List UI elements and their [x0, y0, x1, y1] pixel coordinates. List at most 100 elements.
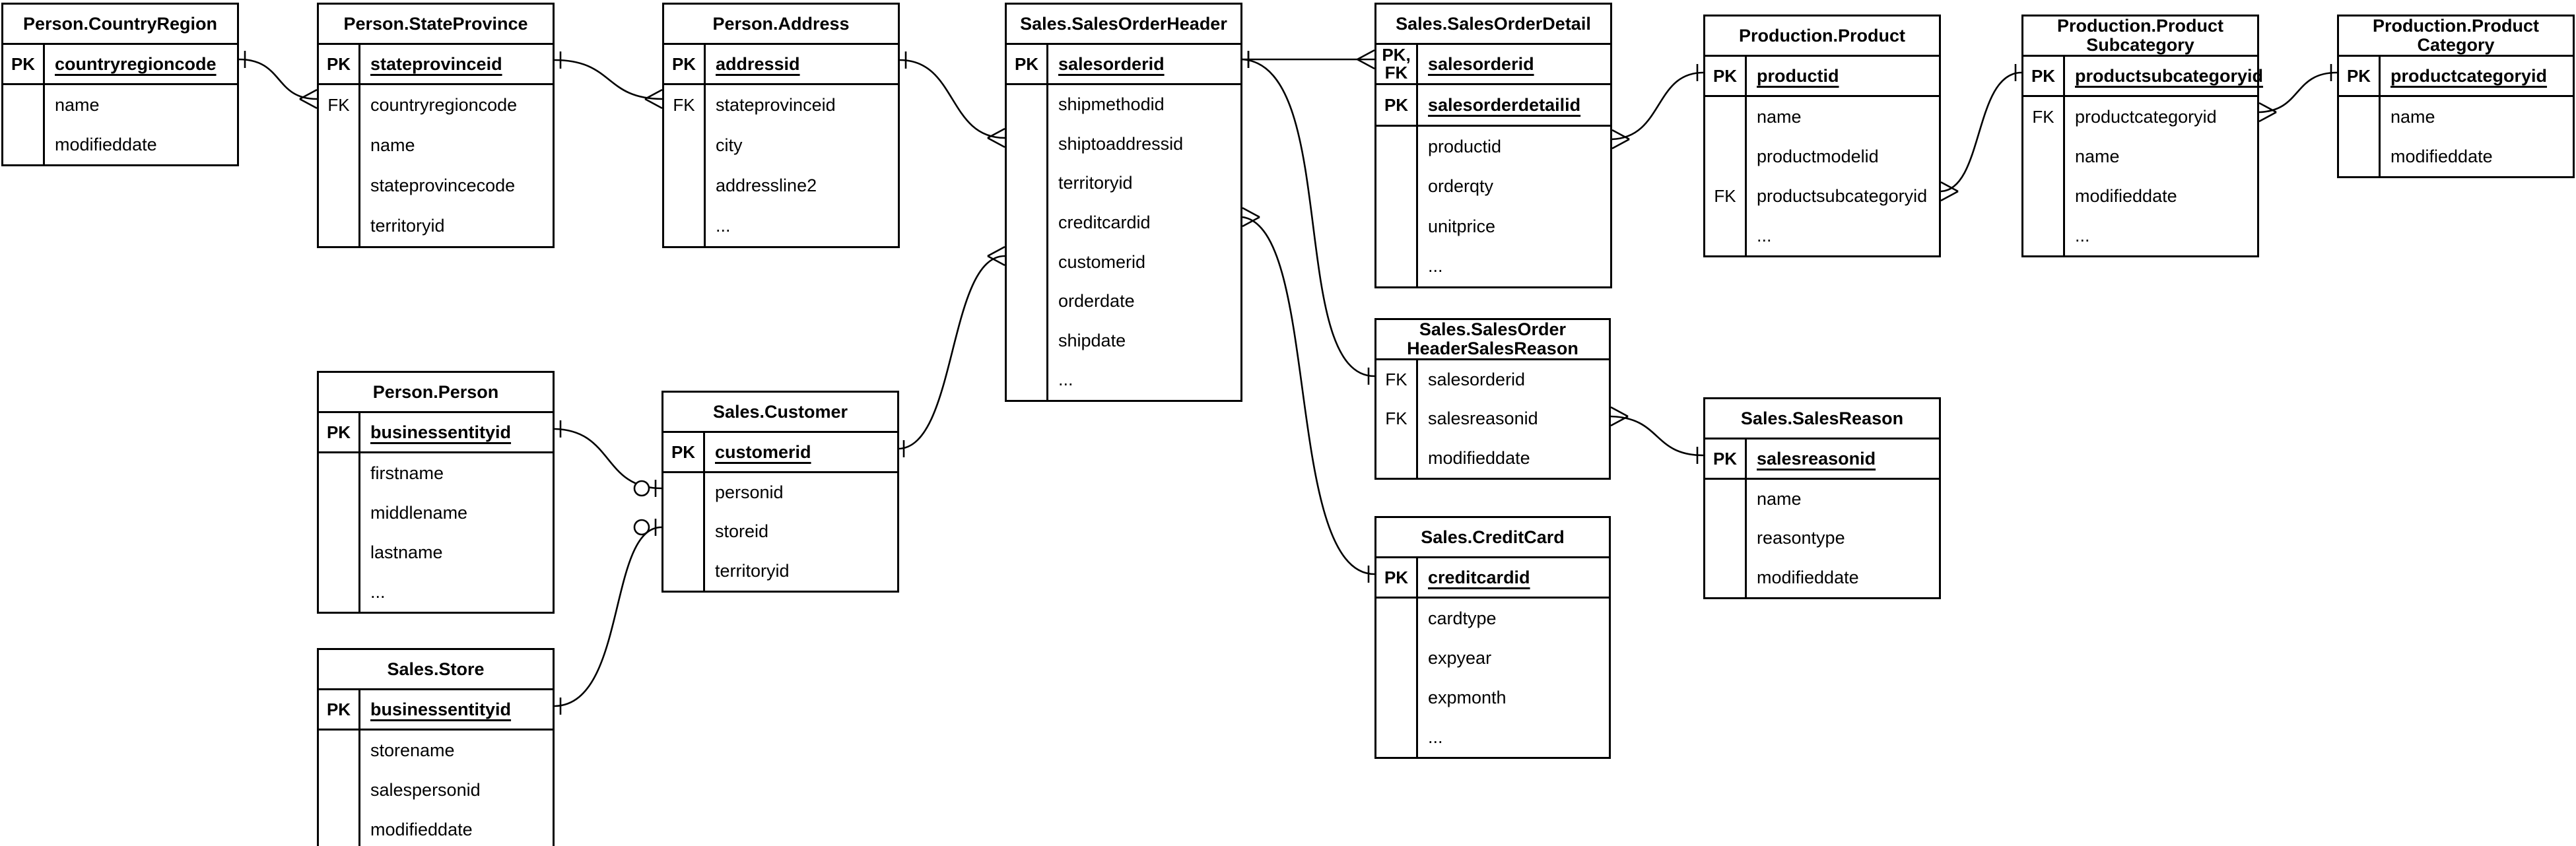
column-name: countryregioncode — [370, 95, 518, 115]
column-row: shipdate — [1007, 321, 1240, 361]
relationship-sales-store--sales-customer[interactable] — [554, 526, 662, 707]
column-name: customerid — [715, 441, 811, 462]
column-row: orderdate — [1007, 281, 1240, 321]
relationship-sales-salesorderheader--sales-salesorderheadersalesreason[interactable] — [1242, 58, 1375, 377]
column-name: name — [370, 135, 415, 155]
key-badge — [1376, 166, 1418, 207]
column-name: modifieddate — [55, 134, 157, 154]
column-name: salesorderdetailid — [1428, 94, 1581, 115]
column-row: productmodelid — [1705, 137, 1939, 176]
relationship-person-stateprovince--person-address[interactable] — [554, 59, 663, 100]
table-title: Sales.CreditCard — [1376, 518, 1609, 558]
relationship-person-person--sales-customer[interactable] — [554, 428, 662, 490]
relationship-sales-salesorderheadersalesreason--sales-salesreason[interactable] — [1610, 415, 1704, 457]
key-badge — [1007, 203, 1048, 243]
many-marker — [644, 88, 663, 100]
column-row: ... — [1007, 360, 1240, 400]
column-row: personid — [663, 473, 897, 513]
table-title-line: Person.Address — [712, 13, 850, 34]
key-badge — [664, 166, 706, 206]
key-badge — [319, 572, 360, 612]
column-name: territoryid — [715, 560, 790, 581]
column-row: middlename — [319, 493, 553, 533]
many-marker — [1611, 138, 1630, 150]
table-title-line: Subcategory — [2086, 35, 2194, 55]
relationship-person-countryregion--person-stateprovince[interactable] — [238, 58, 318, 100]
table-title-line: Sales.SalesOrder — [1419, 319, 1567, 339]
many-marker — [299, 88, 318, 100]
key-badge — [319, 493, 360, 533]
key-badge — [663, 473, 705, 513]
column-name: ... — [1428, 256, 1443, 277]
key-badge — [1376, 599, 1418, 638]
relationship-production-product--production-productsubcategory[interactable] — [1940, 71, 2022, 193]
column-name: expmonth — [1428, 687, 1507, 707]
column-row: storeid — [663, 512, 897, 552]
column-name: orderqty — [1428, 176, 1494, 197]
key-badge — [2339, 97, 2381, 137]
many-marker — [1611, 129, 1630, 141]
zero-marker — [633, 480, 650, 497]
column-row: ... — [664, 206, 898, 246]
column-row: firstname — [319, 453, 553, 493]
table-title-line: Sales.CreditCard — [1421, 527, 1565, 547]
many-marker — [987, 245, 1005, 257]
relationship-person-address--sales-salesorderheader[interactable] — [899, 59, 1005, 139]
column-name: city — [716, 135, 743, 155]
column-row: ... — [319, 572, 553, 612]
key-badge — [1705, 480, 1747, 519]
column-name: shipdate — [1058, 330, 1126, 350]
key-badge — [1376, 638, 1418, 678]
many-marker — [299, 98, 318, 110]
column-name: salesreasonid — [1757, 448, 1876, 469]
column-name: customerid — [1058, 251, 1146, 272]
key-badge: PK — [1376, 558, 1418, 597]
many-marker — [1357, 49, 1375, 61]
key-badge — [1007, 124, 1048, 164]
key-badge — [319, 125, 360, 166]
table-title-line: Production.Product — [1739, 25, 1905, 46]
column-name: productid — [1428, 136, 1502, 156]
key-badge: PK — [319, 45, 360, 83]
relationship-sales-salesorderdetail--production-product[interactable] — [1611, 71, 1704, 141]
key-badge — [664, 206, 706, 246]
key-badge — [1705, 519, 1747, 558]
many-marker — [1940, 181, 1959, 193]
column-name: addressline2 — [716, 176, 817, 195]
relationship-sales-salesorderheader--sales-creditcard[interactable] — [1242, 216, 1375, 575]
table-title: Person.CountryRegion — [3, 5, 237, 45]
column-name: storeid — [715, 521, 769, 542]
relationship-sales-customer--sales-salesorderheader[interactable] — [897, 255, 1005, 450]
column-name: productsubcategoryid — [2075, 65, 2264, 86]
table-title: Sales.Store — [319, 650, 553, 690]
relationship-production-productsubcategory--production-productcategory[interactable] — [2258, 71, 2338, 114]
column-name: territoryid — [370, 216, 445, 236]
key-badge — [1376, 127, 1418, 167]
key-badge: PK — [3, 45, 45, 83]
column-name: modifieddate — [2390, 146, 2493, 166]
column-row: ... — [1376, 717, 1609, 757]
